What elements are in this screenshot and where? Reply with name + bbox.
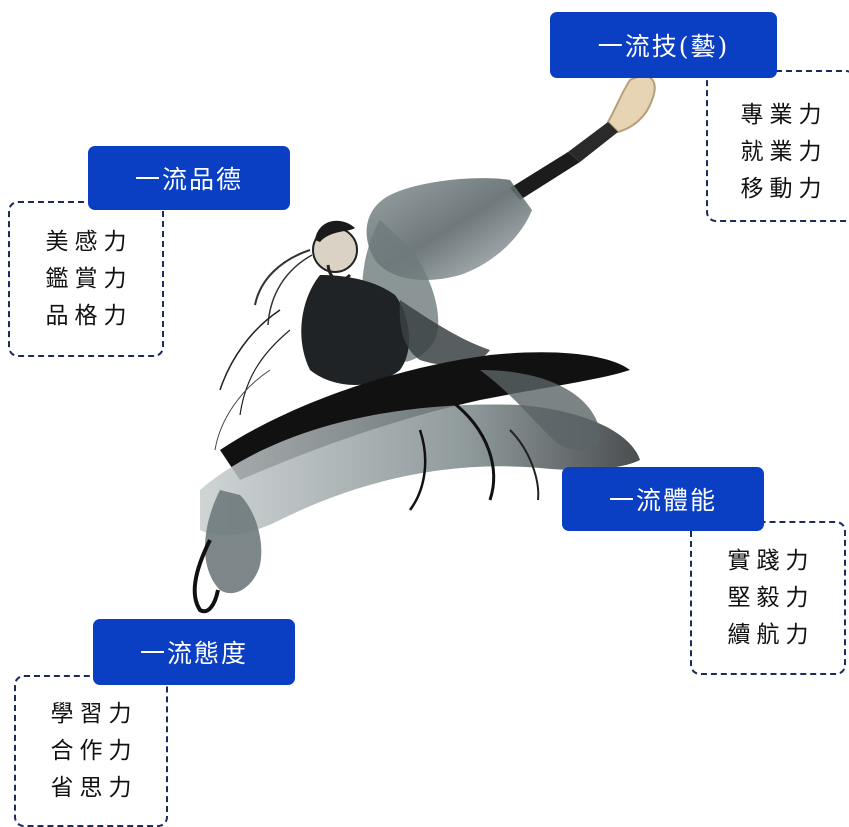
list-item: 合作力	[50, 737, 138, 764]
list-item: 鑑賞力	[45, 265, 133, 292]
list-item: 堅毅力	[727, 584, 815, 611]
brush-icon	[510, 75, 656, 200]
list-item: 美感力	[45, 228, 133, 255]
label-tech: 一流技(藝)	[550, 12, 777, 78]
list-item: 省思力	[50, 774, 138, 801]
label-attitude: 一流態度	[93, 619, 295, 685]
list-item: 實踐力	[727, 547, 815, 574]
list-item: 專業力	[740, 101, 828, 128]
list-item: 續航力	[727, 621, 815, 648]
label-physical: 一流體能	[562, 467, 764, 531]
warrior-head	[254, 220, 358, 326]
label-attitude-text: 一流態度	[139, 639, 248, 668]
box-moral: 美感力 鑑賞力 品格力	[8, 201, 164, 357]
list-item: 移動力	[740, 175, 828, 202]
list-item: 學習力	[50, 700, 138, 727]
label-moral: 一流品德	[88, 146, 290, 210]
label-moral-text: 一流品德	[134, 165, 243, 194]
box-attitude: 學習力 合作力 省思力	[14, 675, 168, 827]
label-tech-text: 一流技(藝)	[597, 32, 730, 61]
box-tech: 專業力 就業力 移動力	[706, 70, 849, 222]
ink-warrior-illustration	[160, 70, 680, 630]
list-item: 就業力	[740, 138, 828, 165]
label-physical-text: 一流體能	[608, 486, 717, 515]
list-item: 品格力	[45, 302, 133, 329]
box-physical: 實踐力 堅毅力 續航力	[690, 521, 846, 675]
